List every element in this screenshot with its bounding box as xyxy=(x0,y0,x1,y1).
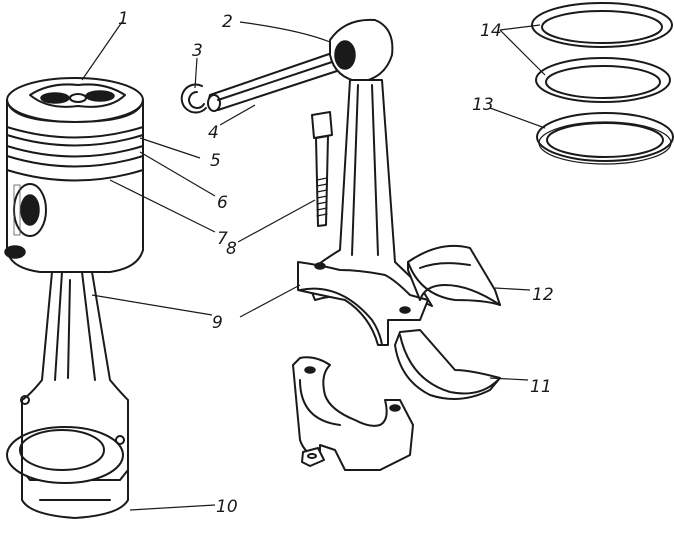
oil-control-ring xyxy=(536,112,674,165)
callout-8: 8 xyxy=(226,239,237,259)
nut xyxy=(301,447,325,467)
compression-ring-middle xyxy=(535,57,671,103)
callout-13: 13 xyxy=(472,95,494,115)
callout-9: 9 xyxy=(212,313,223,333)
callout-6: 6 xyxy=(217,193,228,213)
callout-10: 10 xyxy=(216,497,238,517)
callout-14: 14 xyxy=(480,21,502,41)
leader-lines xyxy=(81,21,546,511)
piston-pin xyxy=(207,51,343,112)
callout-5: 5 xyxy=(210,151,221,171)
bearing-shell-lower xyxy=(394,329,501,400)
callout-11: 11 xyxy=(530,377,552,397)
callout-3: 3 xyxy=(192,41,203,61)
rod-cap xyxy=(292,356,414,471)
compression-ring-top xyxy=(531,2,673,48)
callout-12: 12 xyxy=(532,285,554,305)
connecting-rod xyxy=(297,18,433,346)
bearing-shell-upper xyxy=(407,244,501,306)
callout-labels: 1 2 3 4 5 6 7 8 9 10 11 12 13 14 xyxy=(118,9,554,517)
circlip xyxy=(180,83,207,114)
assembled-connecting-rod xyxy=(6,271,129,519)
callout-4: 4 xyxy=(208,123,219,143)
callout-7: 7 xyxy=(217,229,228,249)
piston xyxy=(4,77,144,273)
callout-2: 2 xyxy=(222,12,233,32)
callout-1: 1 xyxy=(118,9,129,29)
rod-bolt xyxy=(311,111,333,227)
